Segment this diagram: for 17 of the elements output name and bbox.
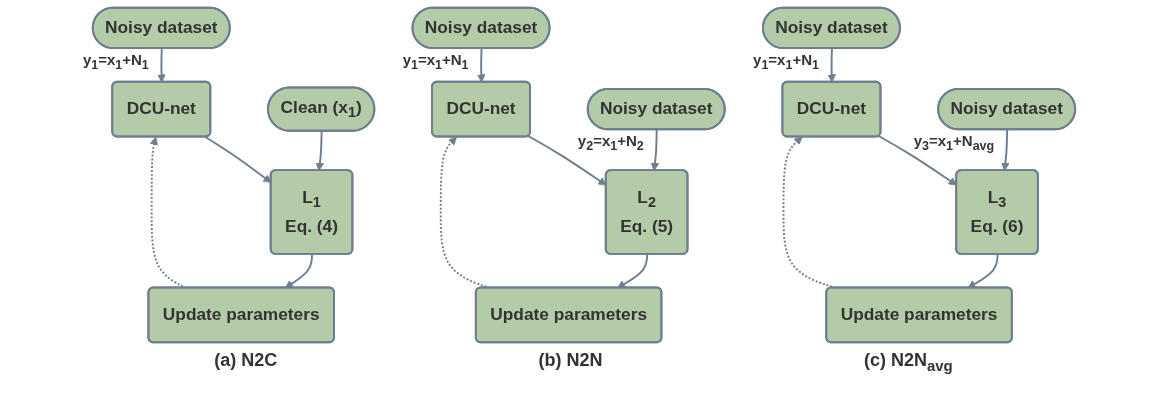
arrow	[284, 253, 313, 289]
arrow	[156, 47, 166, 83]
arrow	[967, 253, 998, 289]
equation-label: y$_{2}$=x$_{1}$+N$_{2}$	[577, 132, 644, 154]
panel-caption: (b) N2N	[538, 350, 603, 372]
panel-caption: (a) N2C	[214, 350, 278, 372]
arrow	[476, 47, 486, 83]
equation-label: y$_{1}$=x$_{1}$+N$_{1}$	[753, 51, 819, 73]
arrow	[1000, 128, 1010, 171]
arrow	[650, 128, 659, 171]
arrow	[315, 130, 324, 171]
equation-label: y$_{1}$=x$_{1}$+N$_{1}$	[82, 51, 149, 73]
equation-label: y$_{3}$=x$_{1}$+N$_{avg}$	[913, 132, 995, 154]
panel-caption: (c) N2N$_{avg}$	[863, 350, 953, 374]
arrow	[827, 47, 836, 83]
equation-label: y$_{1}$=x$_{1}$+N$_{1}$	[402, 51, 469, 73]
arrow	[616, 253, 648, 289]
